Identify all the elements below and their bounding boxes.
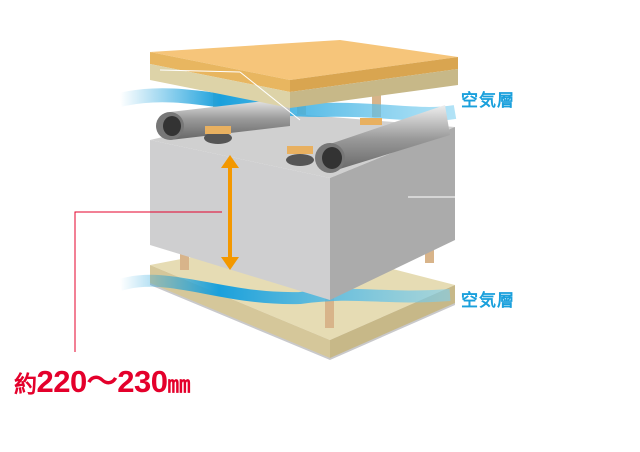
floor-board	[150, 40, 458, 121]
dimension-label: 約220～230㎜	[14, 356, 190, 401]
pipes	[156, 98, 450, 173]
height-arrow	[221, 155, 239, 270]
air-layer-label-top: 空気層	[461, 91, 515, 111]
air-flow-bottom	[118, 274, 451, 305]
dimension-value: 220～230	[36, 364, 168, 399]
dimension-prefix: 約	[14, 371, 37, 397]
dimension-leader-line	[74, 211, 222, 352]
air-flow-top	[118, 88, 457, 121]
support-pads	[204, 118, 382, 166]
air-layer-label-bottom: 空気層	[461, 291, 515, 311]
dimension-unit: ㎜	[167, 371, 190, 397]
